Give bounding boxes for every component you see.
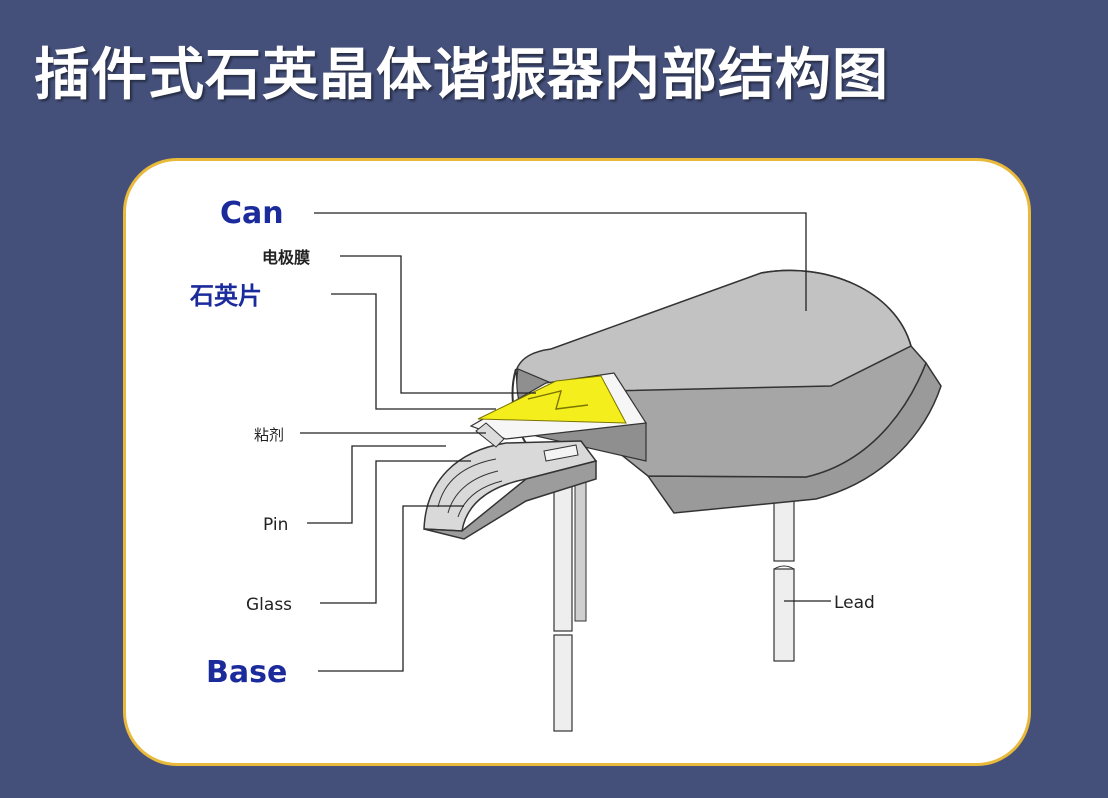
pin-label: Pin (263, 515, 288, 535)
base-cutaway (423, 440, 598, 540)
adhesive-label: 粘剂 (254, 426, 284, 444)
page-title: 插件式石英晶体谐振器内部结构图 (34, 43, 889, 108)
metal-can (511, 269, 942, 514)
glass-label: Glass (246, 595, 292, 615)
base-label: Base (206, 655, 287, 690)
leader-lines (300, 212, 831, 672)
right-lead (773, 490, 795, 662)
can-label: Can (220, 196, 284, 231)
diagram-card: Can 电极膜 石英片 粘剂 Pin Glass Base Lead (123, 158, 1031, 766)
crystal-structure-diagram: Can 电极膜 石英片 粘剂 Pin Glass Base Lead (189, 196, 942, 732)
left-pin-lead (553, 460, 587, 732)
lead-label: Lead (834, 593, 875, 613)
electrode-label: 电极膜 (262, 248, 310, 267)
quartz-wafer (469, 372, 648, 448)
quartz-label: 石英片 (189, 282, 262, 310)
